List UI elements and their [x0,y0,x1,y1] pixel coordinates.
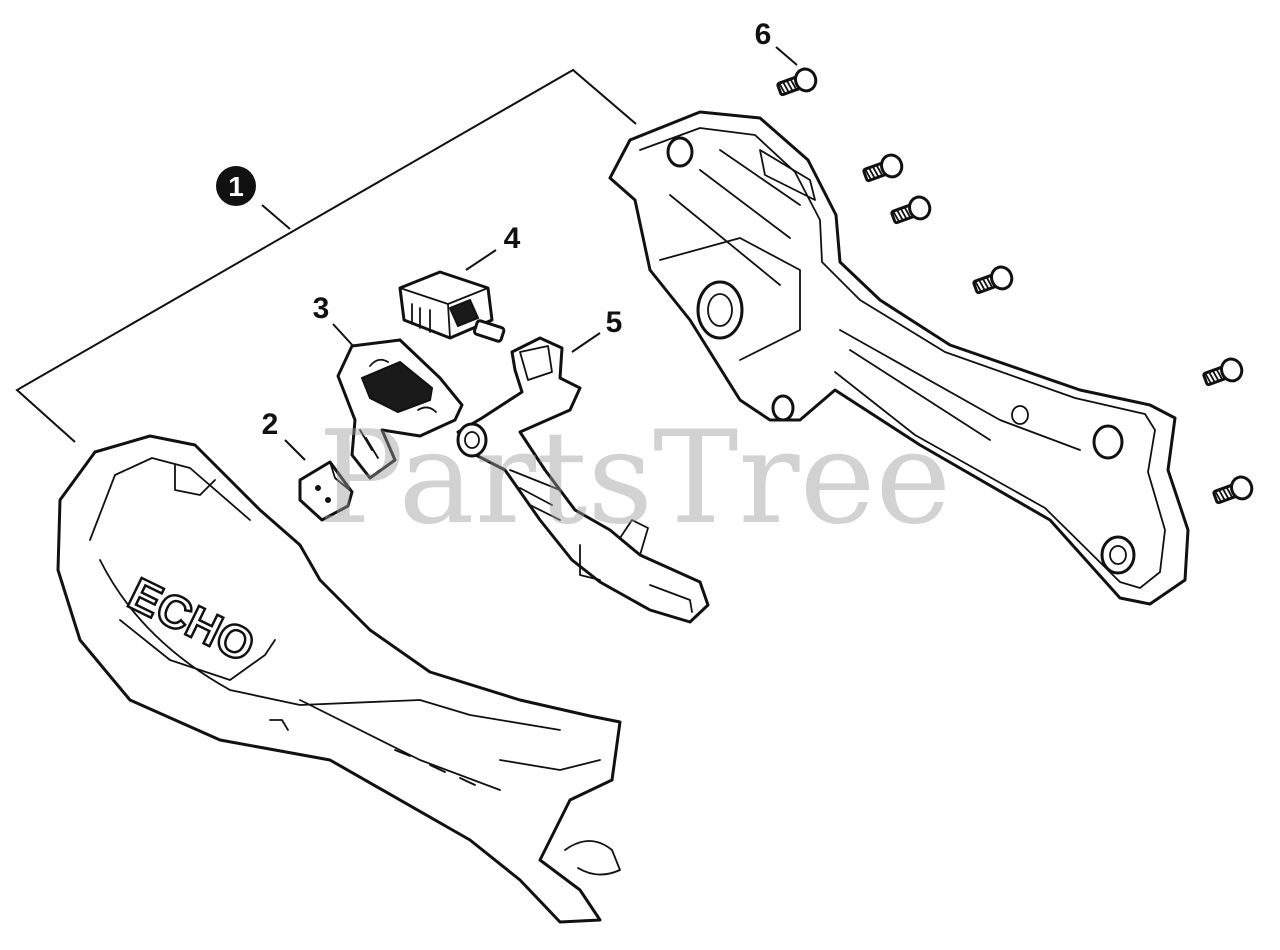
assembly-bracket [15,68,637,443]
callout-6-label: 6 [755,18,772,51]
handle-half-left: ECHO [56,434,622,924]
screw [890,195,932,225]
callout-5-label: 5 [606,306,623,339]
callout-1: 1 [216,166,256,206]
stop-switch [398,270,506,343]
callout-2-label: 2 [262,408,279,441]
throttle-trigger [336,338,464,480]
watermark: PartsTree [318,404,951,553]
screw [862,153,904,183]
micro-switch [298,460,354,522]
screw [1202,357,1244,387]
handle-half-right [608,110,1190,606]
screw [776,67,818,97]
screw [972,265,1014,295]
callout-3-label: 3 [313,292,330,325]
callout-1-badge [216,166,256,206]
leader-lines [284,46,798,461]
throttle-lever [456,336,710,624]
screw-group [776,67,1254,505]
callout-4-label: 4 [504,222,521,255]
callout-1-label: 1 [228,171,244,202]
screw [1212,475,1254,505]
